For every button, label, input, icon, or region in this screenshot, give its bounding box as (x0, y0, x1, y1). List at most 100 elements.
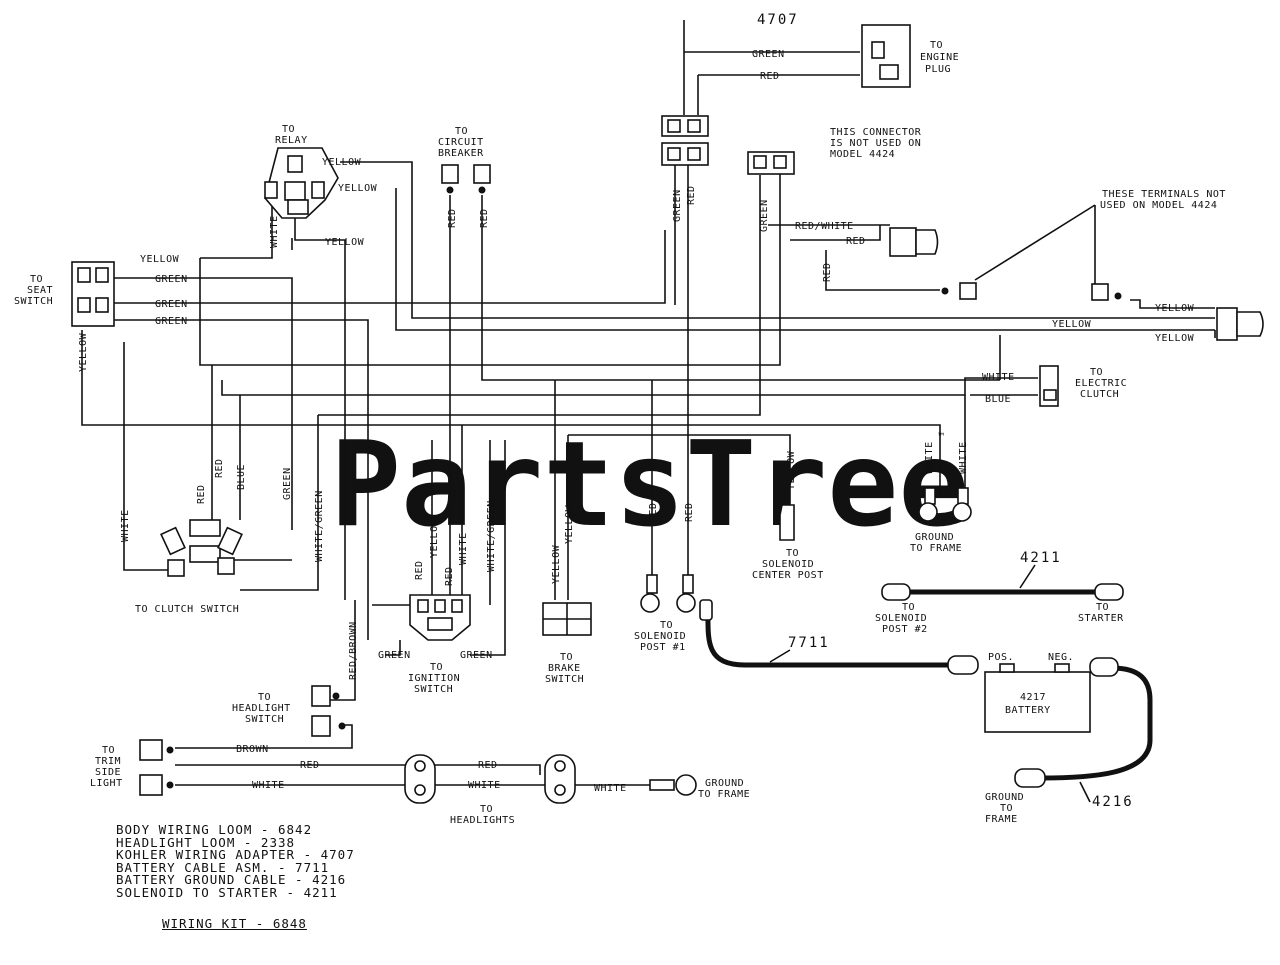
wire-label-green-seat-2: GREEN (155, 299, 188, 310)
wire-label-red-brown: RED/BROWN (348, 621, 359, 680)
wire-label-white-ground: WHITE (594, 783, 627, 794)
caption-terminals-note: THESE TERMINALS NOT USED ON MODEL 4424 (1100, 189, 1225, 211)
wire-label-green-unused: GREEN (759, 199, 770, 232)
svg-text:LIGHT: LIGHT (90, 778, 123, 789)
svg-text:CLUTCH: CLUTCH (1080, 389, 1119, 400)
wire-label-red-ignition-1: RED (414, 560, 425, 580)
svg-text:TO: TO (930, 40, 943, 51)
svg-text:SOLENOID: SOLENOID (875, 613, 927, 624)
headlight-sockets (404, 754, 576, 804)
svg-text:ELECTRIC: ELECTRIC (1075, 378, 1127, 389)
wire-label-blue-clutch-switch: BLUE (236, 464, 247, 490)
wire-labels: GREEN RED YELLOW YELLOW YELLOW YELLOW GR… (140, 49, 1195, 794)
svg-text:TO: TO (660, 620, 673, 631)
lighting-plug (889, 227, 939, 257)
battery-neg-label: NEG. (1048, 652, 1074, 663)
wire-label-green-engine: GREEN (752, 49, 785, 60)
wire-label-white-green-1: WHITE/GREEN (314, 490, 325, 562)
svg-text:RELAY: RELAY (275, 135, 308, 146)
battery (984, 663, 1091, 733)
svg-text:GROUND: GROUND (705, 778, 744, 789)
wire-label-white-headlight-2: WHITE (468, 780, 501, 791)
wire-label-yellow-solenoid-center: YELLOW (786, 450, 797, 490)
svg-text:POST #1: POST #1 (640, 642, 686, 653)
wire-label-white-relay: WHITE (269, 215, 280, 248)
wire-label-white-ignition: WHITE (458, 532, 469, 565)
wire-label-white-ground-2: WHITE (958, 441, 969, 474)
svg-text:BREAKER: BREAKER (438, 148, 484, 159)
electric-clutch-connector (1039, 365, 1059, 407)
headlight-switch-connectors (311, 685, 346, 737)
svg-text:ENGINE: ENGINE (920, 52, 959, 63)
wire-label-blue-clutch: BLUE (985, 394, 1011, 405)
wire-label-white-ground-1: WHITE (924, 441, 935, 474)
wire-label-green-seat-3: GREEN (155, 316, 188, 327)
svg-text:TO: TO (258, 692, 271, 703)
svg-text:USED ON MODEL 4424: USED ON MODEL 4424 (1100, 200, 1217, 211)
wire-label-red-clutch-2: RED (214, 458, 225, 478)
svg-text:MODEL 4424: MODEL 4424 (830, 149, 895, 160)
svg-text:SWITCH: SWITCH (14, 296, 53, 307)
wire-label-green-clutch: GREEN (282, 467, 293, 500)
caption-clutch-switch: TO CLUTCH SWITCH (135, 604, 239, 615)
wire-label-red-headlight-1: RED (300, 760, 320, 771)
wire-label-red-solenoid-2: RED (684, 502, 695, 522)
wire-label-white-clutch: WHITE (982, 372, 1015, 383)
svg-text:POST #2: POST #2 (882, 624, 928, 635)
wire-label-yellow-terminal: YELLOW (1155, 303, 1195, 314)
wire-label-red-plug: RED (846, 236, 866, 247)
svg-text:TO: TO (1090, 367, 1103, 378)
wire-label-red-terminal: RED (822, 262, 833, 282)
wire-label-yellow-brake-1: YELLOW (551, 544, 562, 584)
wire-label-green-seat-1: GREEN (155, 274, 188, 285)
svg-text:TO: TO (1000, 803, 1013, 814)
svg-text:CIRCUIT: CIRCUIT (438, 137, 484, 148)
component-captions: TO ENGINE PLUG TO RELAY TO CIRCUIT BREAK… (14, 40, 1225, 826)
battery-pos-label: POS. (988, 652, 1014, 663)
wire-label-red-headlight-2: RED (478, 760, 498, 771)
trademark-mark: ™ (938, 432, 945, 443)
wire-label-white-clutch-switch: WHITE (120, 509, 131, 542)
legend-item: BATTERY CABLE ASM. - 7711 (116, 859, 330, 875)
wire-label-white-headlight-1: WHITE (252, 780, 285, 791)
circuit-breaker-terminals (441, 164, 491, 194)
svg-text:IS NOT USED ON: IS NOT USED ON (830, 138, 921, 149)
caption-engine-plug: TO ENGINE PLUG (920, 40, 959, 75)
svg-text:FRAME: FRAME (985, 814, 1018, 825)
svg-text:CENTER POST: CENTER POST (752, 570, 824, 581)
svg-text:SOLENOID: SOLENOID (634, 631, 686, 642)
svg-text:GROUND: GROUND (985, 792, 1024, 803)
svg-text:TO: TO (1096, 602, 1109, 613)
seat-switch-connector (71, 261, 115, 327)
solenoid-center-terminal (779, 504, 795, 541)
caption-ground-frame-1: GROUND TO FRAME (910, 532, 962, 554)
wire-label-yellow-relay-2: YELLOW (338, 183, 378, 194)
svg-text:TO: TO (430, 662, 443, 673)
svg-text:4217: 4217 (1020, 692, 1046, 703)
svg-text:STARTER: STARTER (1078, 613, 1124, 624)
yellow-plug (1216, 307, 1264, 341)
ground-ring-terminals (918, 487, 972, 522)
wire-label-yellow-relay-3: YELLOW (325, 237, 365, 248)
legend-item: BODY WIRING LOOM - 6842 (116, 822, 313, 837)
brake-switch-connector (542, 602, 592, 636)
wire-label-red-clutch-1: RED (196, 484, 207, 504)
caption-ignition-switch: TO IGNITION SWITCH (408, 662, 460, 695)
starter-cable-ends (881, 583, 1124, 601)
svg-text:THIS CONNECTOR: THIS CONNECTOR (830, 127, 922, 138)
trim-side-light-connectors (139, 739, 174, 796)
svg-text:SWITCH: SWITCH (414, 684, 453, 695)
unused-terminals (941, 282, 1122, 301)
solenoid-post-1-terminals (640, 574, 713, 621)
unused-connector (747, 151, 795, 175)
wire-label-yellow-ignition: YELLOW (429, 518, 440, 558)
caption-seat-switch: TO SEAT SWITCH (14, 274, 53, 307)
clutch-switch-connector (160, 519, 243, 577)
svg-text:SIDE: SIDE (95, 767, 121, 778)
legend-item: SOLENOID TO STARTER - 4211 (116, 884, 338, 900)
part-number-4211: 4211 (1020, 550, 1062, 566)
wire-label-red-adapter: RED (686, 185, 697, 205)
svg-text:TO: TO (786, 548, 799, 559)
caption-ground-frame-3: GROUND TO FRAME (698, 778, 750, 800)
